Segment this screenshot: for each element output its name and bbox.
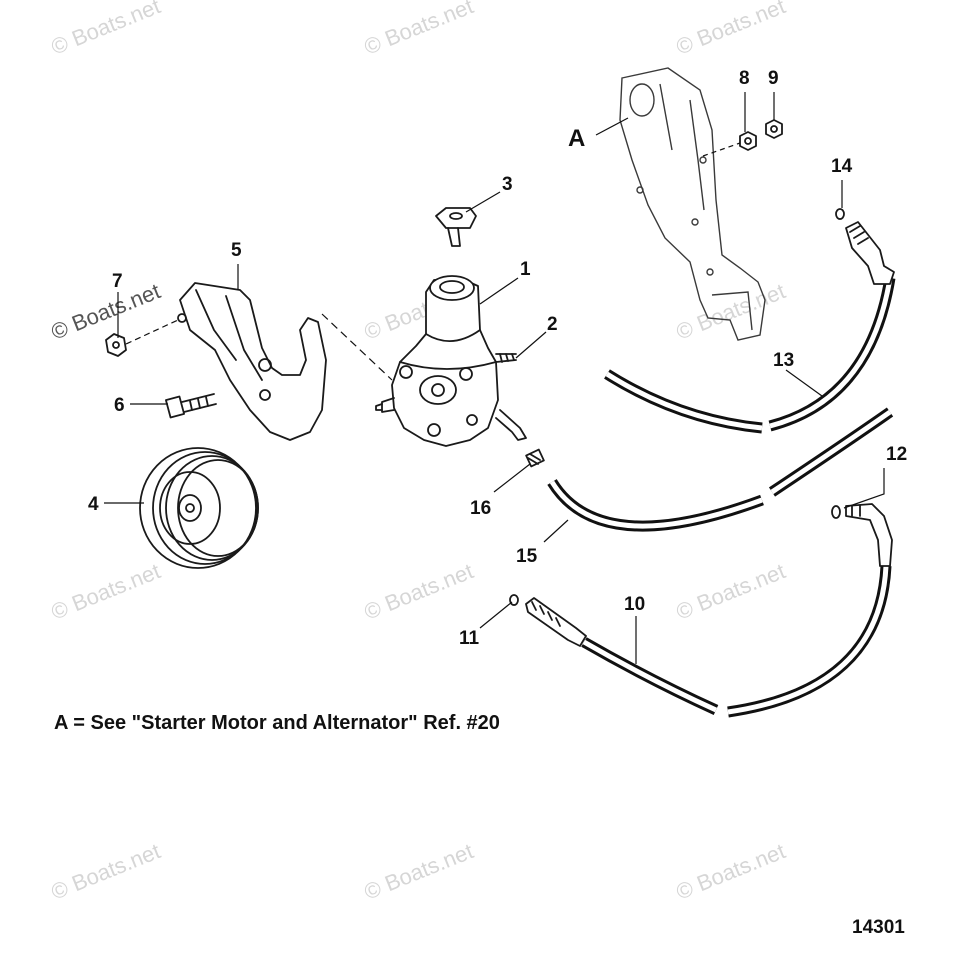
callout-9[interactable]: 9 <box>768 68 779 89</box>
bolt-6[interactable] <box>165 393 217 419</box>
callout-5[interactable]: 5 <box>231 240 242 261</box>
assembly-dash-line <box>702 142 741 157</box>
reservoir-cap-3[interactable] <box>435 207 477 247</box>
o-ring-11[interactable] <box>509 594 519 606</box>
reference-note: A = See "Starter Motor and Alternator" R… <box>54 712 500 734</box>
nut-7[interactable] <box>105 333 127 357</box>
assembly-dash-line <box>125 319 179 345</box>
callout-16[interactable]: 16 <box>470 498 491 519</box>
o-ring-14[interactable] <box>835 208 845 220</box>
callout-15[interactable]: 15 <box>516 546 538 567</box>
watermark: © Boats.net <box>361 558 477 624</box>
callout-14[interactable]: 14 <box>831 156 853 177</box>
watermark: © Boats.net <box>361 0 477 60</box>
callout-1[interactable]: 1 <box>520 259 531 280</box>
callout-11[interactable]: 11 <box>459 628 480 649</box>
nut-8[interactable] <box>739 131 757 151</box>
pulley-4[interactable] <box>139 447 259 569</box>
callout-13[interactable]: 13 <box>773 350 794 371</box>
power-steering-pump-1[interactable] <box>375 275 527 447</box>
watermark: © Boats.net <box>673 0 789 60</box>
leader-lines <box>104 92 885 664</box>
callout-12[interactable]: 12 <box>886 444 907 465</box>
mounting-bracket-a[interactable] <box>619 67 766 341</box>
callout-6[interactable]: 6 <box>114 395 125 416</box>
watermark: © Boats.net <box>361 838 477 904</box>
o-ring-12[interactable] <box>831 505 841 519</box>
assembly-dash-line <box>321 313 393 381</box>
nut-9[interactable] <box>765 119 783 139</box>
watermark: © Boats.net <box>673 838 789 904</box>
figure-number: 14301 <box>852 917 905 938</box>
watermark: © Boats.net <box>673 278 789 344</box>
watermark: © Boats.net <box>48 558 164 624</box>
hose-assembly-10[interactable] <box>525 503 893 718</box>
callout-7[interactable]: 7 <box>112 271 123 292</box>
callout-10[interactable]: 10 <box>624 594 645 615</box>
watermarks: © Boats.net © Boats.net © Boats.net © Bo… <box>48 0 789 905</box>
watermark: © Boats.net <box>48 838 164 904</box>
callout-8[interactable]: 8 <box>739 68 750 89</box>
hose-13[interactable] <box>604 221 896 434</box>
fitting-16[interactable] <box>525 448 545 468</box>
callout-3[interactable]: 3 <box>502 174 513 195</box>
callouts: 1 2 3 4 5 6 7 8 9 10 11 12 13 14 15 16 A <box>88 68 907 649</box>
hose-15[interactable] <box>547 407 894 532</box>
pump-bracket-5[interactable] <box>177 282 327 441</box>
callout-2[interactable]: 2 <box>547 314 558 335</box>
watermark: © Boats.net <box>48 0 164 60</box>
callout-a[interactable]: A <box>568 125 585 152</box>
callout-4[interactable]: 4 <box>88 494 99 515</box>
watermark: © Boats.net <box>673 558 789 624</box>
